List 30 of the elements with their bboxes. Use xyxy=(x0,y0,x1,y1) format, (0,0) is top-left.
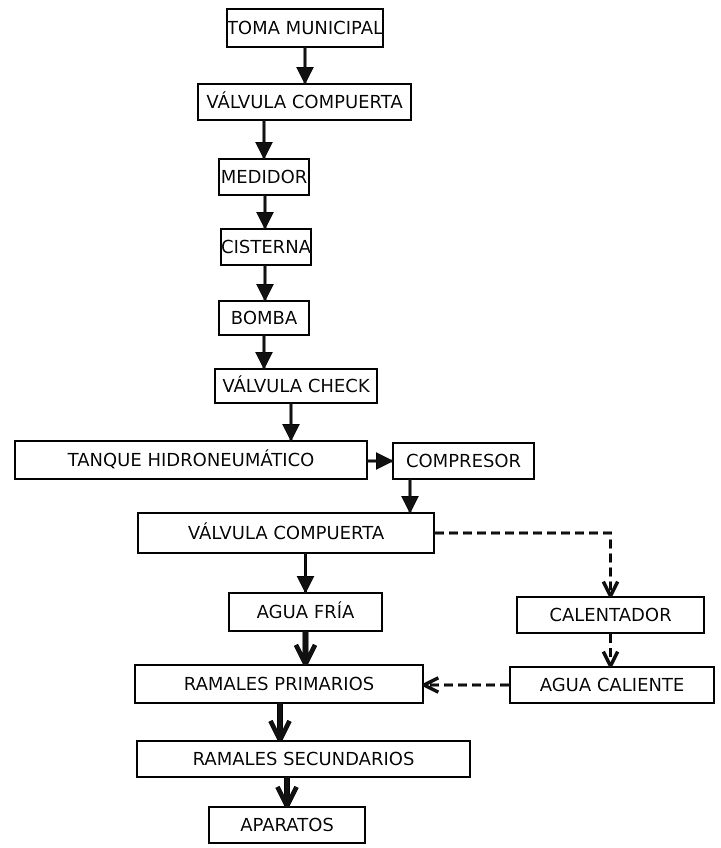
process-box: VÁLVULA CHECK xyxy=(214,368,378,404)
process-box: CALENTADOR xyxy=(516,596,705,634)
arrow xyxy=(275,778,299,808)
process-box: RAMALES PRIMARIOS xyxy=(134,664,424,704)
dashed-arrow xyxy=(435,532,620,598)
dashed-arrow xyxy=(422,676,509,694)
arrow xyxy=(255,121,273,160)
process-box: APARATOS xyxy=(208,806,366,844)
arrow xyxy=(256,196,274,230)
process-box: CISTERNA xyxy=(220,228,312,266)
dashed-arrow xyxy=(602,634,620,668)
process-box: RAMALES SECUNDARIOS xyxy=(136,740,471,778)
process-box: VÁLVULA COMPUERTA xyxy=(197,83,412,121)
process-box: AGUA CALIENTE xyxy=(509,666,715,704)
process-box: BOMBA xyxy=(218,300,310,336)
process-box: VÁLVULA COMPUERTA xyxy=(137,512,435,554)
arrow xyxy=(296,554,314,594)
process-box: COMPRESOR xyxy=(392,442,535,480)
process-box: AGUA FRÍA xyxy=(228,592,383,632)
arrow xyxy=(282,404,300,442)
arrow xyxy=(294,632,318,666)
process-box: MEDIDOR xyxy=(218,158,310,196)
arrow xyxy=(368,452,394,470)
arrow xyxy=(401,480,419,514)
process-box: TOMA MUNICIPAL xyxy=(226,8,384,48)
arrow xyxy=(268,704,292,742)
process-box: TANQUE HIDRONEUMÁTICO xyxy=(14,440,368,480)
arrow xyxy=(255,336,273,370)
arrow xyxy=(296,48,314,85)
arrow xyxy=(256,266,274,302)
